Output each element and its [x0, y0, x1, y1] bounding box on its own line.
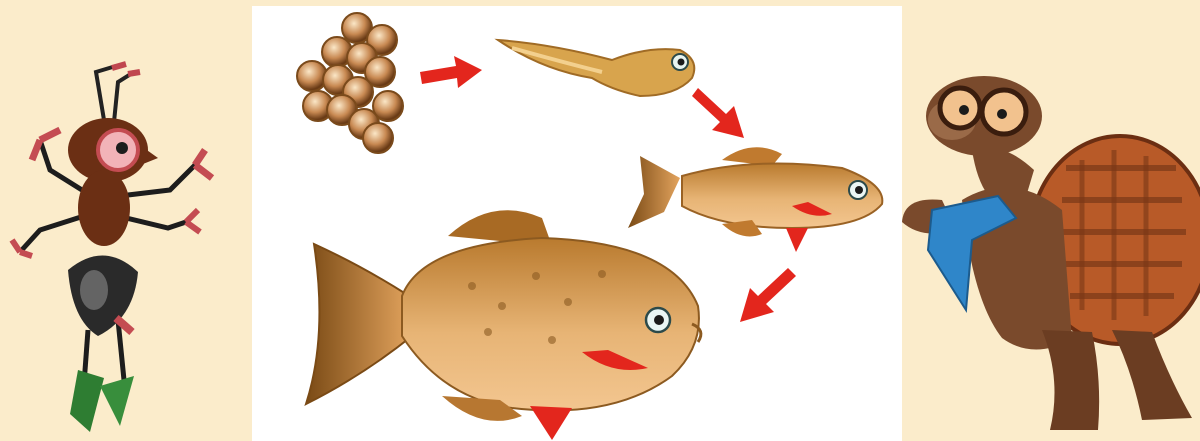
ant-icon: [0, 0, 252, 441]
arrow-fry-to-adult: [740, 268, 796, 322]
adult-fish-stage: [306, 210, 701, 440]
fish-life-cycle-diagram: [252, 6, 902, 441]
arrow-eggs-to-larva: [420, 56, 482, 88]
right-panel: [902, 0, 1200, 441]
turtle-icon: [902, 0, 1200, 441]
life-cycle-board: [252, 6, 902, 441]
fry-stage: [628, 147, 882, 252]
eggs-stage: [297, 13, 403, 153]
left-panel: [0, 0, 252, 441]
larva-stage: [498, 40, 694, 96]
arrow-larva-to-fry: [692, 88, 744, 138]
